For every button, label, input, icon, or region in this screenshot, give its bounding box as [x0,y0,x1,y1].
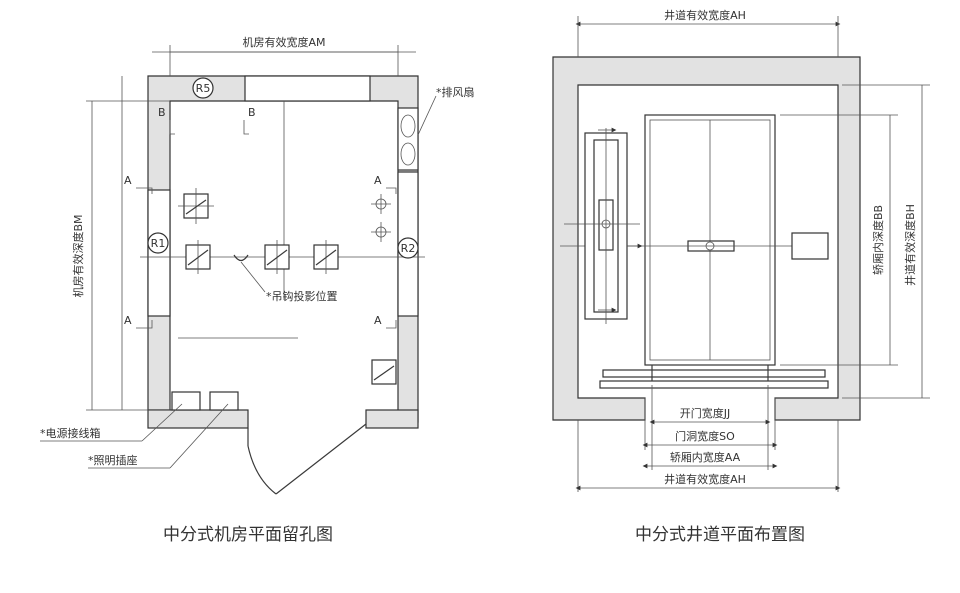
power-box-label: *电源接线箱 [40,426,101,440]
bh-label: 井道有效深度BH [903,204,917,286]
crosshair-hole-2 [371,222,391,242]
right-hoistway-plan: 井道有效宽度AH 轿厢内深度BB [552,8,930,545]
rope-hole-2 [185,240,211,274]
rope-hole-4 [313,240,339,274]
rope-hole-3 [264,240,290,274]
section-a-right-bottom: A [374,314,397,329]
so-label: 门洞宽度SO [675,429,735,443]
top-wall-opening [244,75,371,102]
hook-icon [233,254,249,262]
door-leaf [275,423,367,495]
left-machine-room-plan: 机房有效宽度AM 机房有效深度BM R5 R1 R2 B B [40,35,475,545]
fan-blade-icon [400,114,416,138]
svg-text:B: B [248,106,256,119]
ah-top-label: 井道有效宽度AH [664,8,746,22]
r1-label: R1 [151,237,166,250]
r2-label: R2 [401,242,416,255]
svg-text:B: B [158,106,166,119]
right-rail-bracket [791,232,829,260]
socket-label: *照明插座 [88,453,138,467]
am-label: 机房有效宽度AM [242,35,325,49]
bb-label: 轿厢内深度BB [871,205,885,275]
door-swing-arc [247,445,277,495]
car-sill [602,369,826,378]
rope-hole-5 [371,359,397,385]
section-a-right-top: A [374,174,397,194]
power-box [171,391,201,411]
aa-label: 轿厢内宽度AA [670,450,741,464]
hook-label: *吊钩投影位置 [266,289,338,303]
left-plan-title: 中分式机房平面留孔图 [163,525,333,545]
jj-label: 开门宽度JJ [680,406,731,420]
bm-label: 机房有效深度BM [71,214,85,297]
section-b-left: B [158,106,175,135]
crosshair-hole-1 [371,194,391,214]
counterweight [564,127,643,324]
svg-text:A: A [374,174,382,187]
right-plan-title: 中分式井道平面布置图 [635,525,805,545]
section-a-left-top: A [124,174,153,194]
r5-marker [192,77,214,99]
section-a-left-bottom: A [124,314,153,329]
fan-blade-icon [400,142,416,166]
ah-bottom-label: 井道有效宽度AH [664,472,746,486]
r5-label: R5 [196,82,211,95]
section-b-right: B [243,106,256,135]
svg-text:A: A [124,174,132,187]
svg-text:A: A [374,314,382,327]
r1-marker [147,232,169,254]
light-socket [209,391,239,411]
fan-opening [397,107,419,171]
rope-hole-1 [178,188,214,224]
fan-label: *排风扇 [436,85,475,99]
r2-marker [397,237,419,259]
svg-text:A: A [124,314,132,327]
landing-sill [599,380,829,389]
